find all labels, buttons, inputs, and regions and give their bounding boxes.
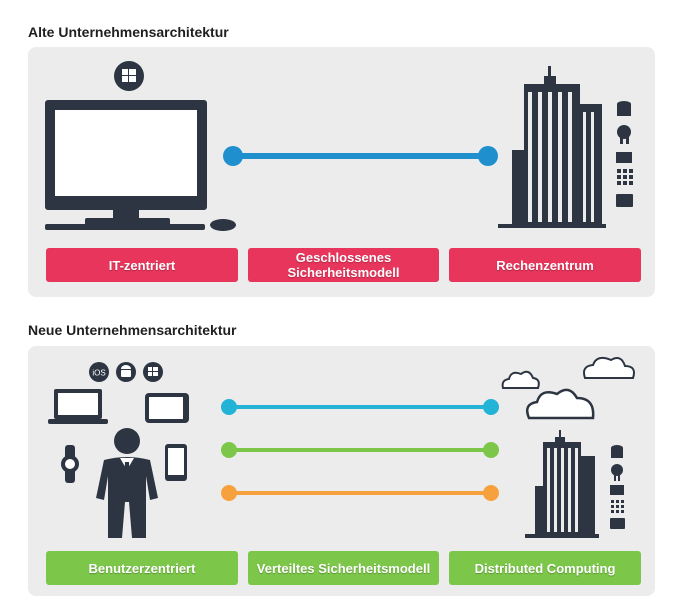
label-distributed-computing: Distributed Computing [449,551,641,585]
label-user-centric: Benutzerzentriert [46,551,238,585]
connection-line [223,146,498,166]
laptop-icon [48,389,108,424]
label-closed-security-model: Geschlossenes Sicherheitsmodell [248,248,439,282]
new-architecture-title: Neue Unternehmensarchitektur [28,322,237,338]
smartwatch-icon [61,445,79,483]
connection-lines [221,399,499,501]
old-architecture-title: Alte Unternehmensarchitektur [28,24,229,40]
data-center-building-small-icon [525,430,625,538]
business-user-icon [96,428,158,538]
desktop-computer-icon [45,100,236,231]
ios-badge-text: iOS [92,369,105,378]
cloud-icons [501,356,635,420]
smartphone-icon [165,444,187,481]
label-distributed-security-model: Verteiltes Sicherheitsmodell [248,551,439,585]
windows-icon [114,61,144,91]
tablet-icon [145,393,189,423]
data-center-building-icon [498,66,633,228]
label-it-centric: IT-zentriert [46,248,238,282]
label-data-center: Rechenzentrum [449,248,641,282]
os-badges: iOS [89,362,163,382]
